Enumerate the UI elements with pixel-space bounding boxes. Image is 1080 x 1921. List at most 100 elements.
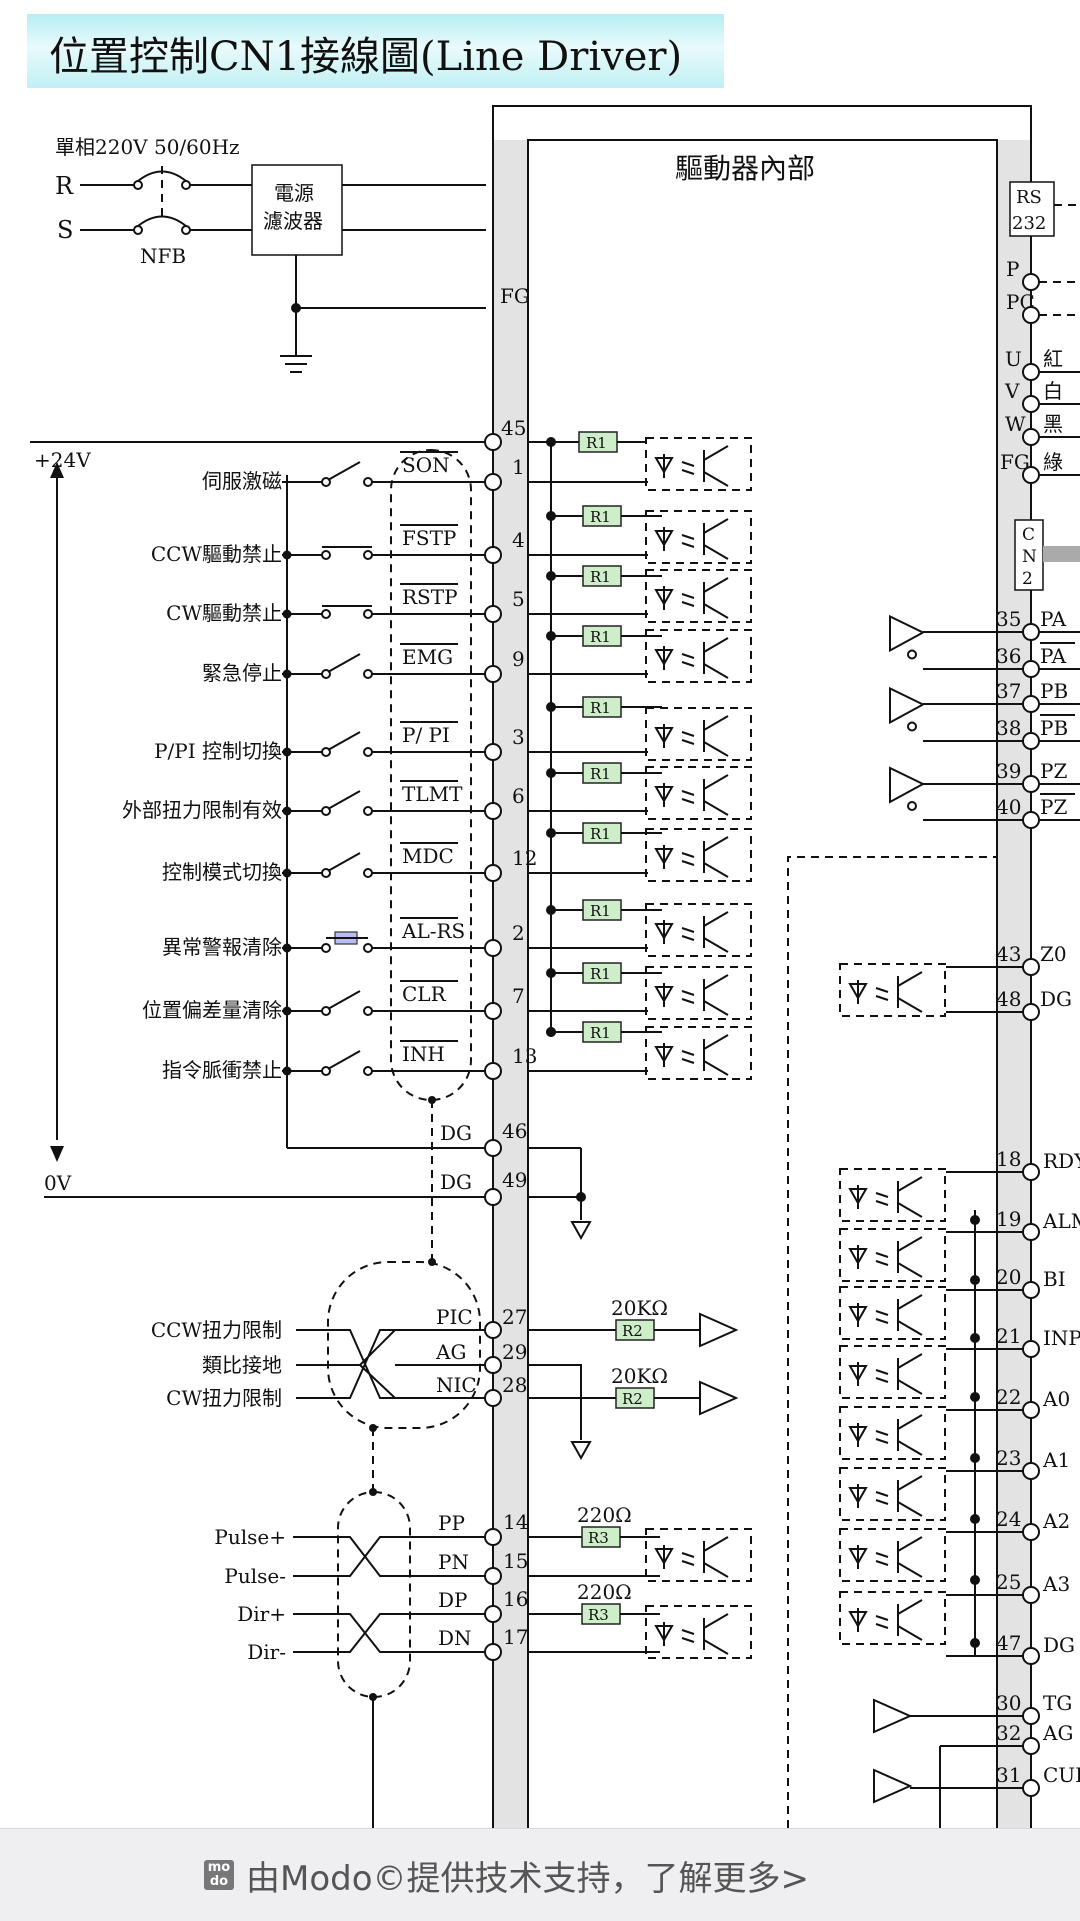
output-signal-3: INP (1043, 1326, 1080, 1350)
pulse-signal-0: PP (438, 1511, 465, 1535)
output-signal-6: A2 (1042, 1509, 1070, 1533)
input-pin-number-5: 6 (512, 784, 525, 808)
r1-label-3: R1 (590, 699, 611, 717)
motor-color-1: 白 (1043, 379, 1063, 403)
switch-contact-b-3 (363, 669, 373, 679)
input-optocoupler-7 (645, 903, 752, 957)
analog-pin-number-1: 29 (502, 1340, 527, 1364)
svg-text:R1: R1 (586, 434, 607, 452)
input-pin-number-0: 1 (512, 455, 525, 479)
output-optocoupler-5 (839, 1467, 946, 1521)
encoder-pin-number-5: 40 (996, 795, 1021, 819)
input-pin-4 (484, 743, 502, 761)
input-label-6: 控制模式切換 (162, 860, 282, 884)
title-banner: 位置控制CN1接線圖(Line Driver) (27, 14, 724, 88)
footer-link[interactable]: 由Modo©提供技术支持，了解更多> (246, 1858, 810, 1899)
encoder-pin-number-1: 36 (996, 644, 1021, 668)
zero-v-label: 0V (44, 1171, 72, 1195)
output-optocoupler-3 (839, 1345, 946, 1399)
modo-logo-icon: mo do (204, 1860, 234, 1890)
switch-contact-b-8 (363, 1006, 373, 1016)
r1-label-7: R1 (590, 965, 611, 983)
motor-signal-1: V (1004, 379, 1020, 403)
encoder-pin-number-0: 35 (996, 607, 1021, 631)
aout-pin-30 (1022, 1707, 1040, 1725)
output-pin-number-6: 24 (996, 1507, 1021, 1531)
input-pin-number-6: 12 (512, 846, 537, 870)
input-pin-number-7: 2 (512, 921, 525, 945)
rs232-label-1: RS (1016, 187, 1042, 208)
r1-label-4: R1 (590, 765, 611, 783)
bus-end-dot (546, 1027, 556, 1037)
output-signal-5: A1 (1042, 1448, 1070, 1472)
pulse-signal-2: DP (438, 1588, 468, 1612)
switch-contact-b-1 (363, 550, 373, 560)
output-pin-number-8: 47 (996, 1631, 1021, 1655)
input-signal-2: RSTP (402, 585, 458, 609)
input-pin-0 (484, 473, 502, 491)
input-pin-number-9: 13 (512, 1044, 537, 1068)
encoder-pin-number-3: 38 (996, 716, 1021, 740)
power-filter-label-2: 濾波器 (263, 209, 323, 233)
output-shield-dashed (787, 856, 997, 1828)
input-label-8: 位置偏差量清除 (142, 998, 282, 1022)
encoder-signal-4: PZ (1040, 759, 1067, 783)
analog-shield-oval (327, 1261, 481, 1429)
input-signal-8: CLR (402, 982, 447, 1006)
cn2-box (1014, 519, 1044, 591)
dg-ground-symbol (570, 1221, 592, 1241)
output-signal-8: DG (1043, 1633, 1075, 1657)
input-pin-5 (484, 802, 502, 820)
analog-output-amps (873, 1698, 1023, 1828)
encoder-pin-39 (1022, 775, 1040, 793)
aout-pin-32 (1022, 1737, 1040, 1755)
analog-label-2: CW扭力限制 (166, 1386, 282, 1410)
aout-signal-0: TG (1043, 1691, 1072, 1715)
output-pin-19 (1022, 1223, 1040, 1241)
power-filter-box (251, 164, 343, 256)
input-pin-number-8: 7 (512, 984, 525, 1008)
output-optocoupler-4 (839, 1406, 946, 1460)
output-pin-number-7: 25 (996, 1570, 1021, 1594)
analog-amp-1 (699, 1380, 739, 1416)
footer-bar[interactable]: mo do 由Modo©提供技术支持，了解更多> (0, 1828, 1080, 1921)
input-optocoupler-0 (645, 437, 752, 491)
cn2-label-1: N (1022, 547, 1037, 567)
input-label-7: 異常警報清除 (162, 935, 282, 959)
r1-label-1: R1 (590, 568, 611, 586)
r3-label-0: R3 (588, 1529, 609, 1547)
output-pin-number-5: 23 (996, 1446, 1021, 1470)
output-pin-number-0: 18 (996, 1147, 1021, 1171)
r1-label-2: R1 (590, 628, 611, 646)
z0-pin-number-1: 48 (996, 987, 1021, 1011)
input-signal-7: AL-RS (401, 919, 465, 943)
encoder-pin-36 (1022, 660, 1040, 678)
r2-label-0: R2 (622, 1322, 643, 1340)
switch-contact-b-0 (363, 477, 373, 487)
input-pin-1 (484, 546, 502, 564)
rs232-label-2: 232 (1012, 213, 1046, 234)
switch-contact-a-2 (321, 609, 331, 619)
input-signal-3: EMG (402, 645, 453, 669)
aout-signal-1: AG (1042, 1721, 1073, 1745)
input-optocoupler-4 (645, 707, 752, 761)
drive-inner-frame (527, 139, 998, 1828)
rs232-box (1009, 181, 1055, 237)
analog-amp-0 (699, 1312, 739, 1348)
output-optocoupler-6 (839, 1528, 946, 1582)
motor-color-3: 綠 (1043, 450, 1063, 474)
encoder-pin-35 (1022, 623, 1040, 641)
analog-res-value-0: 20KΩ (611, 1296, 668, 1320)
analog-label-0: CCW扭力限制 (151, 1318, 282, 1342)
terminal-strip-left (493, 140, 528, 1828)
input-pin-2 (484, 605, 502, 623)
pulse-label-2: Dir+ (237, 1602, 286, 1626)
pulse-pin-number-3: 17 (503, 1625, 528, 1649)
input-shield-oval (390, 449, 472, 1101)
switch-blade-3 (327, 653, 361, 673)
input-label-3: 緊急停止 (202, 661, 282, 685)
motor-signal-2: W (1005, 412, 1026, 436)
input-pin-6 (484, 864, 502, 882)
analog-signal-2: NIC (436, 1373, 477, 1397)
motor-pin-1 (1022, 395, 1040, 413)
